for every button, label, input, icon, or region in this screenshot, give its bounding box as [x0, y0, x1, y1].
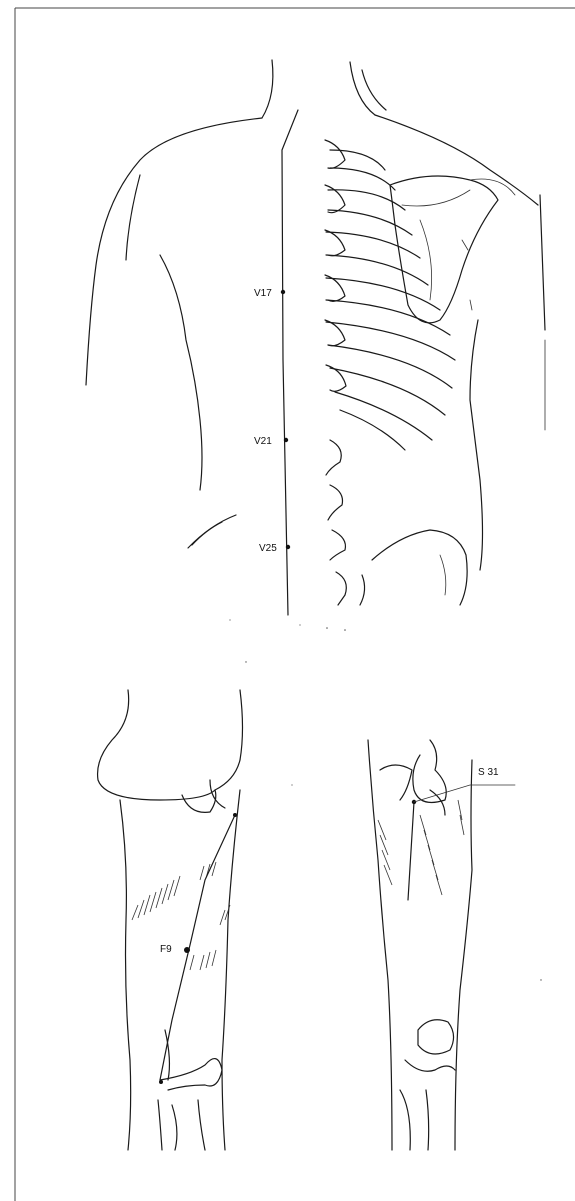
scan-speckles [229, 619, 541, 980]
label-v17: V17 [254, 288, 272, 299]
point-f9 [184, 947, 190, 953]
label-v25: V25 [259, 543, 277, 554]
point-knee [159, 1080, 163, 1084]
point-v17 [281, 290, 285, 294]
leg-posterior-hatching [132, 862, 230, 970]
label-f9: F9 [160, 944, 172, 955]
leg-anterior: S 31 [368, 740, 515, 1150]
ribs [326, 150, 472, 450]
page-frame [15, 8, 575, 1201]
label-v21: V21 [254, 436, 272, 447]
leg-posterior: F9 [98, 690, 243, 1150]
point-v21 [284, 438, 288, 442]
label-s31: S 31 [478, 767, 499, 778]
leg-anterior-hatching [378, 800, 464, 895]
point-leg-top [233, 813, 237, 817]
back-figure: V17 V21 V25 [86, 60, 545, 615]
point-v25 [286, 545, 290, 549]
